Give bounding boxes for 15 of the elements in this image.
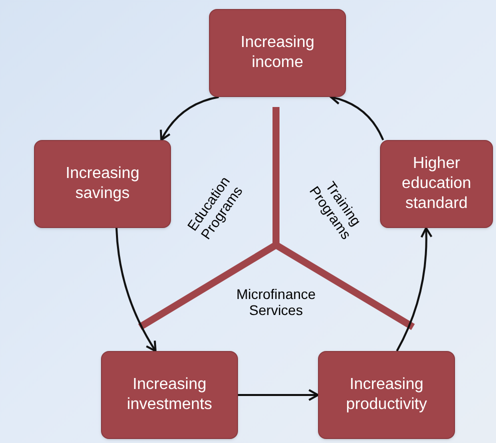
curved-arrow	[396, 227, 432, 352]
curved-arrow	[160, 96, 219, 141]
box-label: Increasing savings	[64, 164, 140, 204]
box-label: Higher education standard	[400, 154, 472, 214]
process-box	[34, 140, 171, 228]
box-label: Increasing investments	[126, 375, 214, 415]
box-label: Increasing productivity	[345, 375, 428, 415]
program-label: Microfinance Services	[235, 286, 317, 318]
process-box	[101, 351, 238, 439]
curved-arrow	[115, 228, 157, 352]
curved-arrow	[238, 389, 319, 401]
process-box	[318, 351, 455, 439]
process-box	[209, 9, 346, 97]
process-box	[380, 140, 493, 228]
box-label: Increasing income	[240, 33, 316, 73]
